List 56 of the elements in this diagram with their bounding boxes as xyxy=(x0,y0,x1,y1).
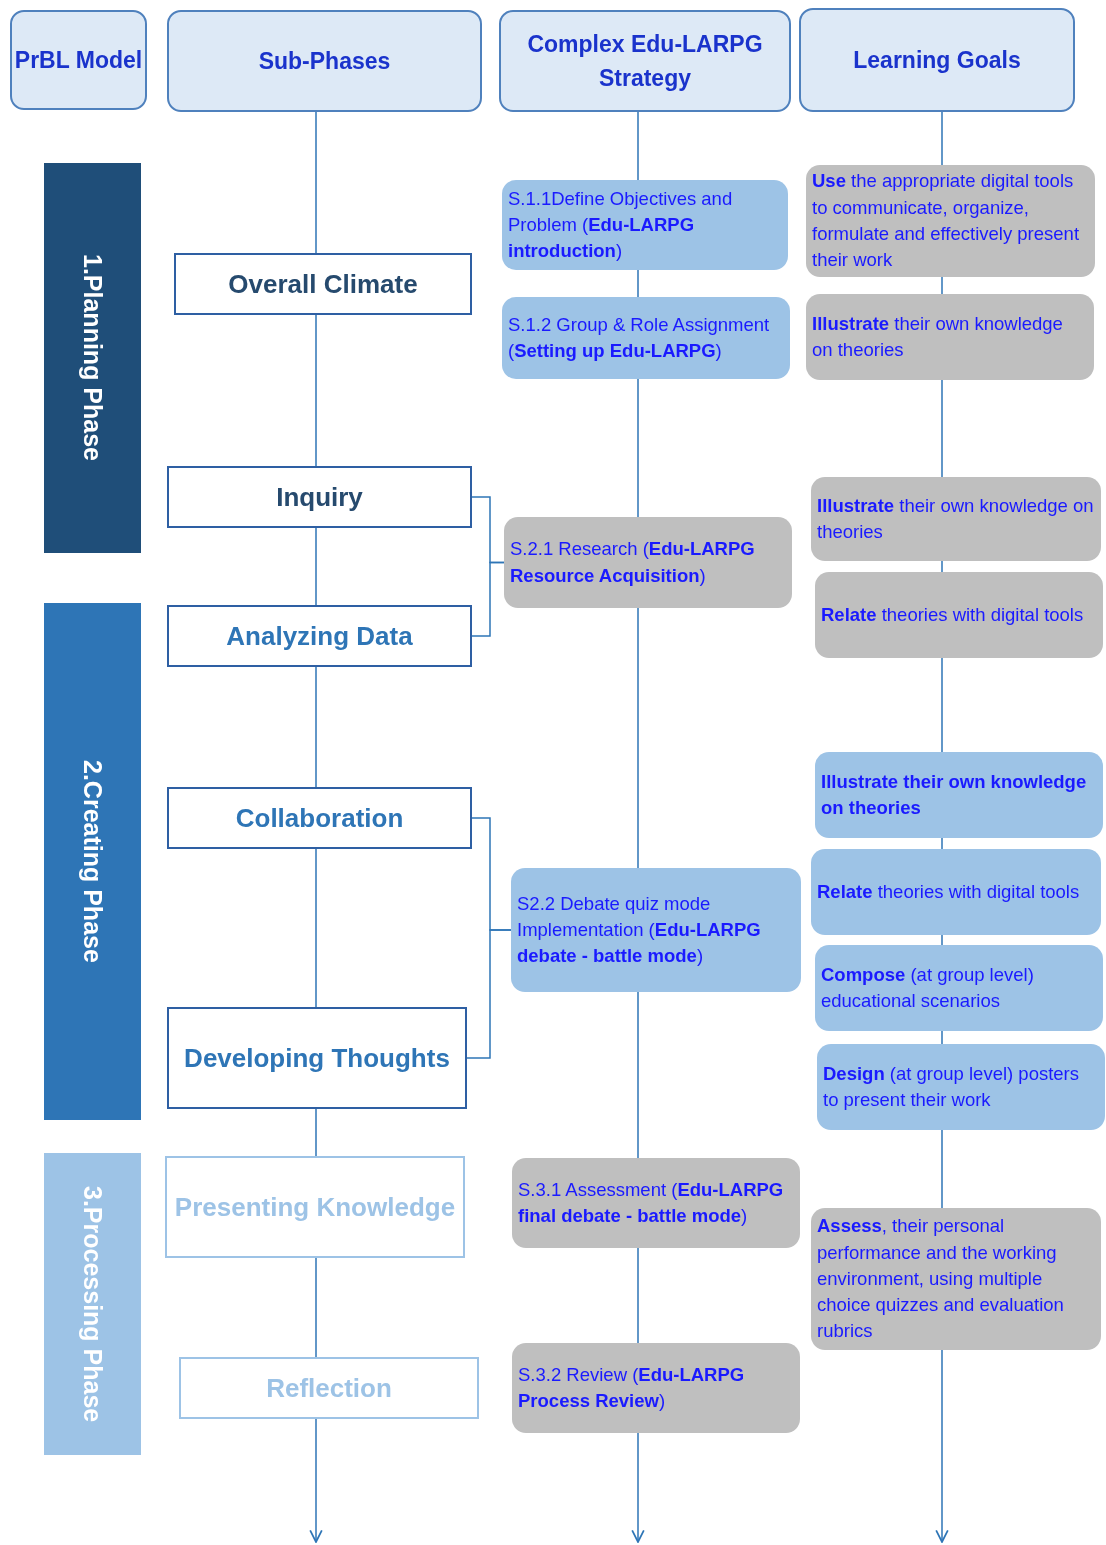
sub-phase-box: Overall Climate xyxy=(174,253,472,315)
connector-line xyxy=(637,269,639,298)
step-card: Illustrate their own knowledge on theories xyxy=(815,752,1103,838)
connector-line xyxy=(315,848,317,1008)
connector-line xyxy=(315,1257,317,1358)
connector-line xyxy=(637,1247,639,1344)
step-card: S.3.2 Review (Edu-LARPG Process Review) xyxy=(512,1343,800,1433)
step-card: Illustrate their own knowledge on theories xyxy=(806,294,1094,380)
step-card: Relate theories with digital tools xyxy=(811,849,1101,935)
step-card: S.3.1 Assessment (Edu-LARPG final debate - battle mode) xyxy=(512,1158,800,1248)
connector-line xyxy=(941,560,943,573)
connector-line xyxy=(941,1030,943,1045)
bracket-connector xyxy=(466,929,512,1059)
sub-phase-box: Inquiry xyxy=(167,466,472,528)
column-header: PrBL Model xyxy=(10,10,147,110)
step-card: S2.2 Debate quiz mode Implementation (Edu-LARPG debate - battle mode) xyxy=(511,868,801,992)
connector-line xyxy=(315,111,317,254)
connector-line xyxy=(637,607,639,869)
phase-band: 1.Planning Phase xyxy=(44,163,141,553)
phase-band: 3.Processing Phase xyxy=(44,1153,141,1455)
connector-line xyxy=(941,837,943,850)
sub-phase-box: Collaboration xyxy=(167,787,472,849)
step-card: Design (at group level) posters to present their work xyxy=(817,1044,1105,1130)
connector-line xyxy=(315,527,317,606)
connector-line xyxy=(315,666,317,788)
connector-line xyxy=(315,314,317,467)
step-card: S.1.2 Group & Role Assignment (Setting up Edu-LARPG) xyxy=(502,297,790,379)
connector-line xyxy=(637,111,639,181)
sub-phase-box: Developing Thoughts xyxy=(167,1007,467,1109)
bracket-connector xyxy=(471,561,505,637)
connector-line xyxy=(941,934,943,946)
column-header: Sub-Phases xyxy=(167,10,482,112)
step-card: S.2.1 Research (Edu-LARPG Resource Acquisition) xyxy=(504,517,792,608)
step-card: Compose (at group level) educational scenarios xyxy=(815,945,1103,1031)
connector-line xyxy=(941,1129,943,1209)
connector-line xyxy=(941,276,943,295)
column-header: Learning Goals xyxy=(799,8,1075,112)
step-card: Use the appropriate digital tools to communicate, organize, formulate and effectively present their work xyxy=(806,165,1095,277)
column-header: Complex Edu-LARPG Strategy xyxy=(499,10,791,112)
sub-phase-box: Reflection xyxy=(179,1357,479,1419)
arrow xyxy=(935,1349,949,1543)
connector-line xyxy=(315,1108,317,1157)
connector-line xyxy=(637,991,639,1159)
connector-line xyxy=(941,379,943,478)
sub-phase-box: Analyzing Data xyxy=(167,605,472,667)
connector-line xyxy=(941,657,943,753)
step-card: Relate theories with digital tools xyxy=(815,572,1103,658)
arrow xyxy=(631,1432,645,1543)
step-card: Assess, their personal performance and the working environment, using multiple choice quizzes and evaluation rubrics xyxy=(811,1208,1101,1350)
connector-line xyxy=(941,111,943,166)
connector-line xyxy=(637,378,639,518)
sub-phase-box: Presenting Knowledge xyxy=(165,1156,465,1258)
step-card: Illustrate their own knowledge on theories xyxy=(811,477,1101,561)
arrow xyxy=(309,1418,323,1543)
step-card: S.1.1Define Objectives and Problem (Edu-LARPG introduction) xyxy=(502,180,788,270)
phase-band: 2.Creating Phase xyxy=(44,603,141,1120)
